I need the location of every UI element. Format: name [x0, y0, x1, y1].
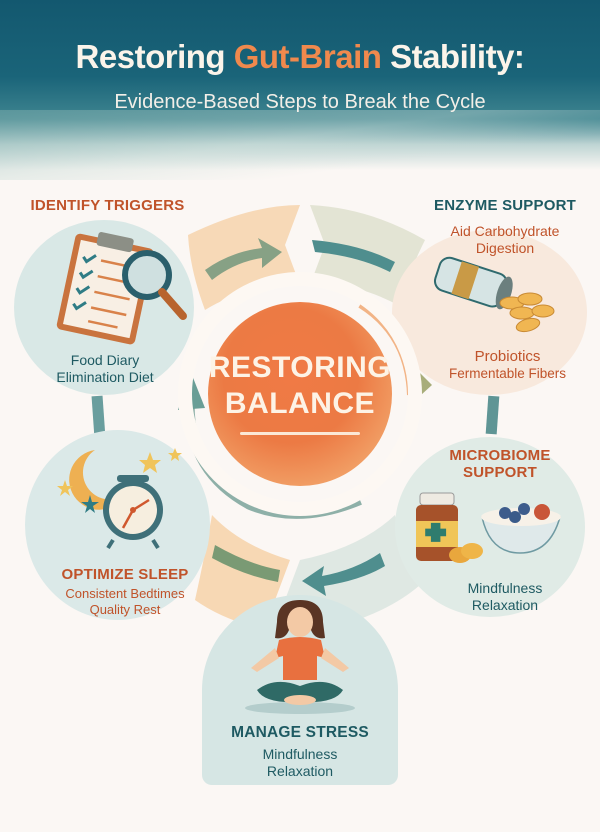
- stress-line-1: Mindfulness: [262, 746, 338, 762]
- enzyme-subtitle-line-2: Digestion: [475, 240, 535, 256]
- sleep-details: Consistent Bedtimes Quality Rest: [45, 586, 205, 618]
- identify-line-1: Food Diary: [70, 352, 140, 368]
- arrow-top-left: [205, 238, 282, 280]
- enzyme-title: ENZYME SUPPORT: [434, 197, 576, 214]
- microbiome-title-line-1: MICROBIOME: [449, 447, 551, 464]
- arrow-bottom-right: [302, 553, 385, 596]
- enzyme-line-2: Fermentable Fibers: [448, 366, 567, 381]
- enzyme-blob: [392, 230, 587, 395]
- microbiome-title: MICROBIOME SUPPORT: [425, 447, 575, 481]
- yogurt-supplement-icon: [416, 492, 561, 563]
- sleep-title: OPTIMIZE SLEEP: [61, 566, 189, 583]
- center-line1: RESTORING: [208, 351, 392, 384]
- alarm-clock-moon-icon: [57, 448, 182, 550]
- microbiome-line-2: Relaxation: [471, 597, 539, 613]
- header-haze: [0, 110, 600, 180]
- connector-right: [485, 395, 500, 435]
- center-underline: [240, 432, 360, 435]
- enzyme-subtitle: Aid Carbohydrate Digestion: [425, 223, 585, 257]
- enzyme-details: Probiotics Fermentable Fibers: [430, 348, 585, 382]
- center-circle: [208, 302, 392, 486]
- center-label: RESTORING BALANCE: [208, 350, 392, 422]
- microbiome-title-line-2: SUPPORT: [463, 464, 537, 481]
- stress-title: MANAGE STRESS: [231, 724, 369, 741]
- enzyme-line-1: Probiotics: [474, 348, 541, 365]
- identify-title: IDENTIFY TRIGGERS: [30, 197, 185, 214]
- sleep-line-2: Quality Rest: [89, 602, 161, 617]
- connector-left: [91, 395, 106, 439]
- arrow-band-bottom-left: [212, 545, 280, 582]
- arrow-band-top-right: [312, 240, 395, 272]
- stress-line-2: Relaxation: [266, 763, 334, 779]
- stress-details: Mindfulness Relaxation: [225, 746, 375, 780]
- sleep-line-1: Consistent Bedtimes: [65, 586, 185, 601]
- title-part2: Stability:: [381, 38, 525, 75]
- title-part1: Restoring: [75, 38, 234, 75]
- page-title: Restoring Gut-Brain Stability:: [0, 38, 600, 76]
- microbiome-details: Mindfulness Relaxation: [430, 580, 580, 614]
- meditation-icon: [245, 600, 355, 714]
- pill-bottle-icon: [433, 256, 555, 333]
- microbiome-line-1: Mindfulness: [467, 580, 543, 596]
- clipboard-magnifier-icon: [56, 232, 187, 345]
- identify-line-2: Elimination Diet: [56, 369, 154, 385]
- page-subtitle: Evidence-Based Steps to Break the Cycle: [114, 91, 486, 113]
- title-accent: Gut-Brain: [233, 38, 382, 75]
- identify-details: Food Diary Elimination Diet: [30, 352, 180, 386]
- center-line2: BALANCE: [224, 387, 376, 420]
- enzyme-subtitle-line-1: Aid Carbohydrate: [450, 223, 560, 239]
